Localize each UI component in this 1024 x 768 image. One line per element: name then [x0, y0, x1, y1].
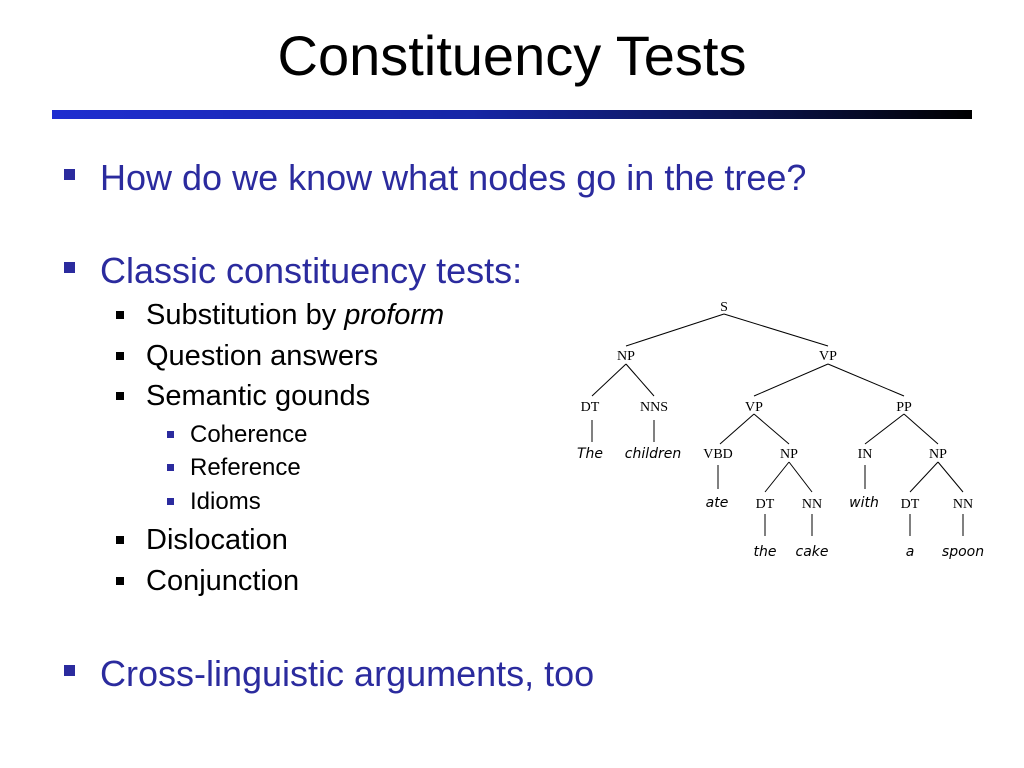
node-vbd: VBD — [703, 447, 733, 462]
node-np-object: NP — [780, 447, 798, 462]
word-the-capital: The — [577, 446, 603, 462]
subbullet-substitution-text: Substitution by — [146, 299, 345, 331]
edge-vp-np — [753, 413, 790, 445]
edge-np-dt-pp — [909, 461, 939, 493]
bullet-classic-tests: Classic constituency tests: — [64, 250, 523, 291]
edge-vp-pp — [827, 363, 905, 397]
node-s: S — [720, 300, 728, 315]
node-vp-inner: VP — [745, 400, 763, 415]
bullet-marker-icon — [116, 311, 124, 319]
edge-np-nn-obj — [788, 461, 813, 493]
word-a: a — [906, 544, 915, 560]
bullet-question-text: How do we know what nodes go in the tree… — [100, 157, 807, 198]
bullet-marker-icon — [167, 464, 174, 471]
edge-np-dt — [591, 363, 627, 397]
node-np-pp: NP — [929, 447, 947, 462]
word-the: the — [754, 544, 777, 560]
edge-np-dt-obj — [764, 461, 790, 493]
subsubbullet-coherence: Coherence — [167, 421, 308, 448]
subbullet-dislocation-text: Dislocation — [146, 524, 288, 556]
bullet-marker-icon — [64, 169, 75, 180]
bullet-marker-icon — [116, 352, 124, 360]
subbullet-substitution-emphasis: proform — [344, 299, 445, 331]
subsubbullet-idioms-text: Idioms — [190, 488, 261, 515]
node-dt-pp: DT — [901, 497, 920, 512]
bullet-marker-icon — [64, 665, 75, 676]
word-with: with — [849, 495, 879, 511]
subbullet-semantic-text: Semantic gounds — [146, 380, 371, 412]
edge-s-vp — [723, 313, 829, 347]
bullet-question: How do we know what nodes go in the tree… — [64, 157, 807, 198]
node-nns: NNS — [640, 400, 668, 415]
subsubbullet-idioms: Idioms — [167, 488, 261, 515]
word-spoon: spoon — [942, 544, 984, 560]
subsubbullet-reference-text: Reference — [190, 454, 301, 481]
bullet-marker-icon — [116, 536, 124, 544]
word-children: children — [625, 446, 681, 462]
word-cake: cake — [796, 544, 829, 560]
parse-tree-diagram: S NP VP DT NNS VP PP VBD NP IN NP DT NN … — [577, 300, 984, 560]
edge-np-nns — [625, 363, 655, 397]
bullet-classic-tests-text: Classic constituency tests: — [100, 250, 523, 291]
node-in: IN — [858, 447, 873, 462]
edge-pp-np — [903, 413, 939, 445]
node-pp: PP — [896, 400, 912, 415]
edge-vp-vp — [753, 363, 829, 397]
bullet-marker-icon — [116, 392, 124, 400]
subbullet-semantic: Semantic gounds — [116, 380, 371, 412]
subbullet-conjunction: Conjunction — [116, 565, 300, 597]
edge-vp-vbd — [719, 413, 755, 445]
slide-title: Constituency Tests — [277, 24, 747, 87]
subbullet-question-answers: Question answers — [116, 340, 379, 372]
edge-pp-in — [864, 413, 905, 445]
node-nn-object: NN — [802, 497, 822, 512]
subbullet-question-answers-text: Question answers — [146, 340, 379, 372]
title-divider — [52, 110, 972, 119]
node-nn-pp: NN — [953, 497, 973, 512]
subsubbullet-reference: Reference — [167, 454, 301, 481]
bullet-marker-icon — [116, 577, 124, 585]
bullet-cross-linguistic: Cross-linguistic arguments, too — [64, 653, 595, 694]
subbullet-substitution: Substitution by proform — [116, 299, 445, 331]
edge-np-nn-pp — [937, 461, 964, 493]
bullet-marker-icon — [64, 262, 75, 273]
edge-s-np — [625, 313, 725, 347]
node-dt-object: DT — [756, 497, 775, 512]
node-np-subject: NP — [617, 349, 635, 364]
subsubbullet-coherence-text: Coherence — [190, 421, 308, 448]
bullet-marker-icon — [167, 498, 174, 505]
word-ate: ate — [706, 495, 729, 511]
subbullet-dislocation: Dislocation — [116, 524, 288, 556]
node-vp-top: VP — [819, 349, 837, 364]
bullet-cross-linguistic-text: Cross-linguistic arguments, too — [100, 653, 595, 694]
subbullet-conjunction-text: Conjunction — [146, 565, 300, 597]
bullet-marker-icon — [167, 431, 174, 438]
node-dt-subject: DT — [581, 400, 600, 415]
